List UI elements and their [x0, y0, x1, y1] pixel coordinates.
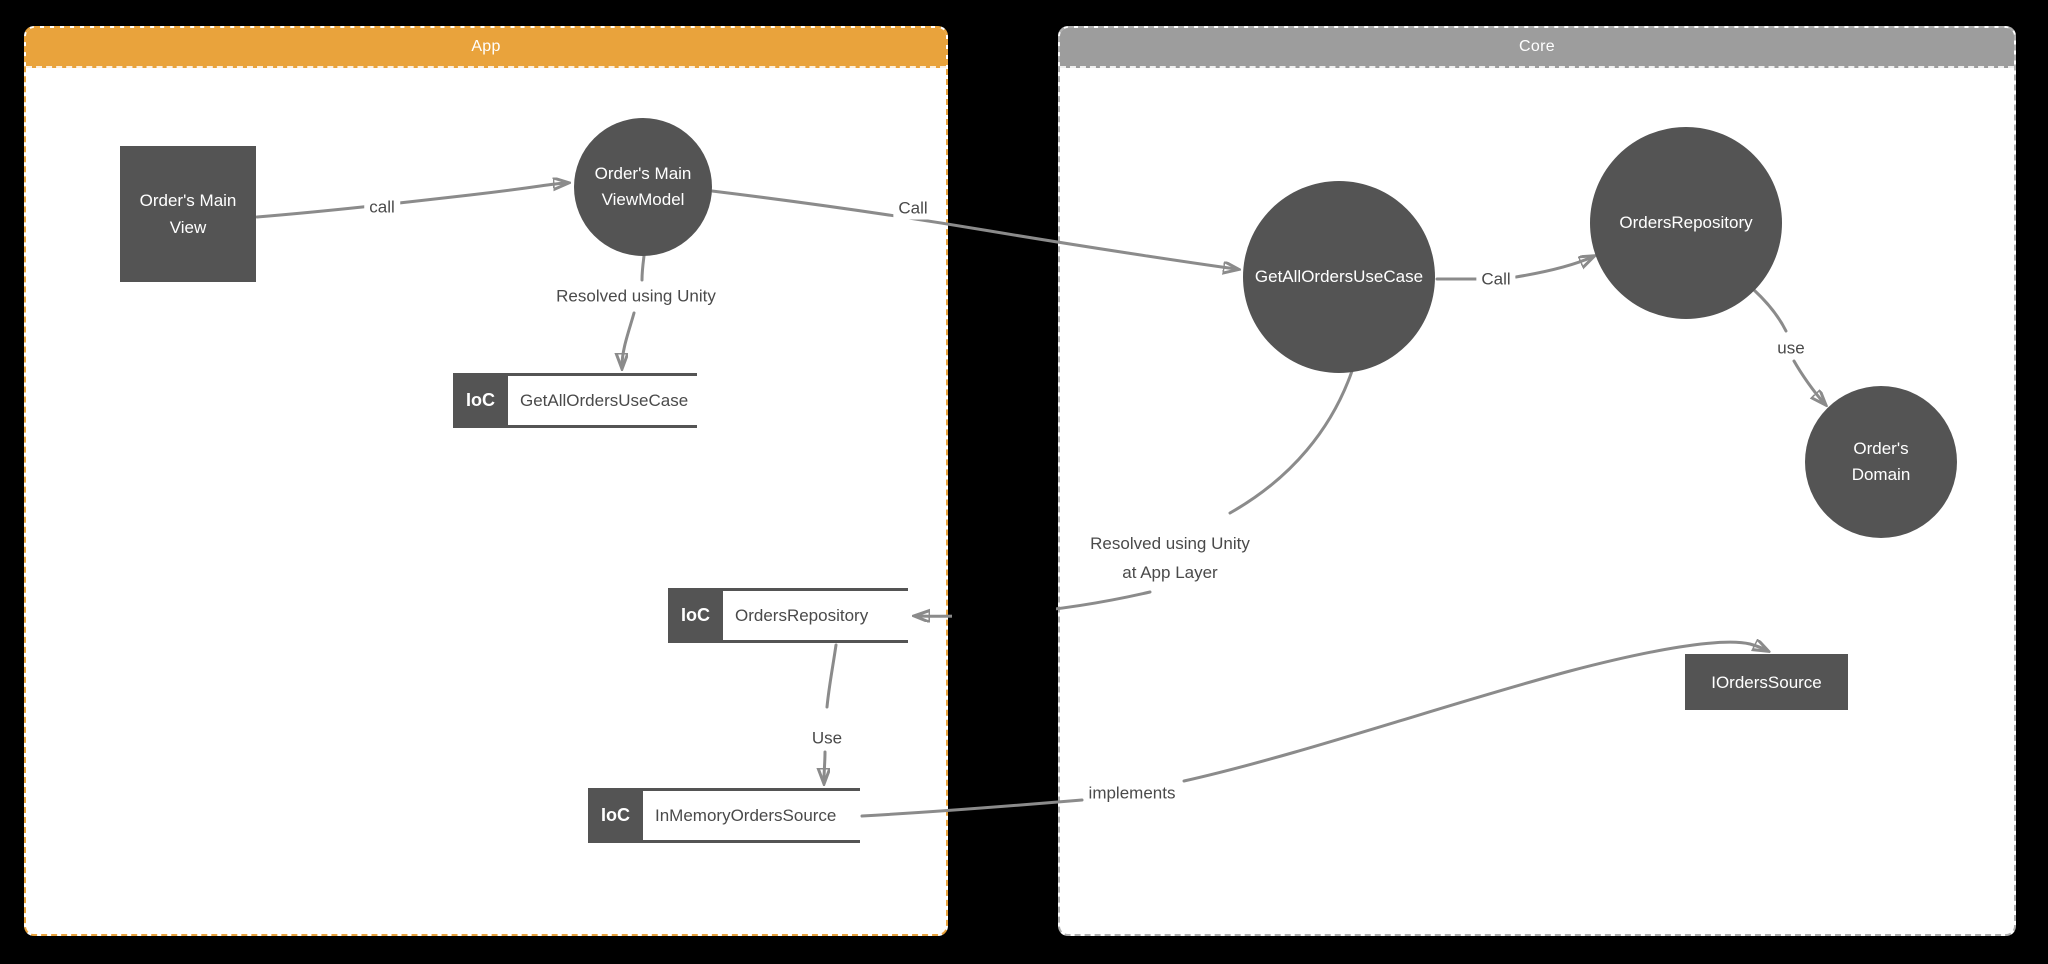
- container-core-header: Core: [1060, 28, 2014, 68]
- node-orders-domain[interactable]: Order's Domain: [1805, 386, 1957, 538]
- node-orders-domain-label-line2: Domain: [1851, 465, 1911, 484]
- ioc-rail: [453, 373, 697, 376]
- ioc-rail: [668, 640, 908, 643]
- ioc-rail: [453, 425, 697, 428]
- node-iorderssource[interactable]: IOrdersSource: [1685, 654, 1848, 710]
- edge-label-call-lower: call: [364, 195, 400, 219]
- edge-label-use-upper: Use: [806, 726, 848, 750]
- node-orders-main-viewmodel-label-line2: ViewModel: [601, 190, 685, 209]
- node-getallordersusecase[interactable]: GetAllOrdersUseCase: [1243, 181, 1435, 373]
- ioc-rail: [668, 588, 908, 591]
- edge-label-resolved-using-unity: Resolved using Unity: [551, 284, 721, 308]
- node-orders-domain-label-line1: Order's: [1853, 439, 1909, 458]
- edge-label-resolved-at-app-layer-line2: at App Layer: [1122, 563, 1218, 582]
- ioc-tag: IoC: [453, 373, 508, 428]
- edge-label-resolved-at-app-layer-line1: Resolved using Unity: [1090, 534, 1250, 553]
- edge-label-use-lower: use: [1772, 336, 1810, 360]
- ioc-box-ordersrepository[interactable]: IoC OrdersRepository: [668, 588, 908, 643]
- node-orders-main-viewmodel[interactable]: Order's Main ViewModel: [574, 118, 712, 256]
- container-app-title: App: [471, 38, 501, 55]
- ioc-tag: IoC: [588, 788, 643, 843]
- ioc-name: InMemoryOrdersSource: [655, 805, 837, 825]
- edge-label-implements: implements: [1083, 781, 1181, 805]
- node-orders-main-view-label-line1: Order's Main: [139, 191, 237, 210]
- node-getallordersusecase-label: GetAllOrdersUseCase: [1254, 267, 1424, 286]
- container-app-header: App: [26, 28, 946, 68]
- ioc-tag: IoC: [668, 588, 723, 643]
- ioc-name: GetAllOrdersUseCase: [520, 390, 689, 410]
- ioc-box-getallordersusecase[interactable]: IoC GetAllOrdersUseCase: [453, 373, 697, 428]
- ioc-rail: [588, 788, 860, 791]
- edge-label-call-core: Call: [1476, 267, 1516, 291]
- edge-label-call-app: Call: [893, 196, 933, 220]
- background-gap: [952, 0, 1056, 964]
- ioc-box-inmemoryorderssource[interactable]: IoC InMemoryOrdersSource: [588, 788, 860, 843]
- ioc-name: OrdersRepository: [735, 605, 869, 625]
- node-iorderssource-label: IOrdersSource: [1711, 672, 1822, 692]
- node-orders-main-view-label-line2: View: [169, 218, 207, 237]
- container-core-title: Core: [1519, 38, 1555, 55]
- ioc-rail: [588, 840, 860, 843]
- edge-label-resolved-at-app-layer: Resolved using Unity at App Layer: [1085, 528, 1255, 588]
- node-ordersrepository[interactable]: OrdersRepository: [1590, 127, 1782, 319]
- node-orders-main-view[interactable]: Order's Main View: [120, 146, 256, 282]
- node-ordersrepository-label: OrdersRepository: [1619, 213, 1753, 232]
- node-orders-main-viewmodel-label-line1: Order's Main: [594, 164, 692, 183]
